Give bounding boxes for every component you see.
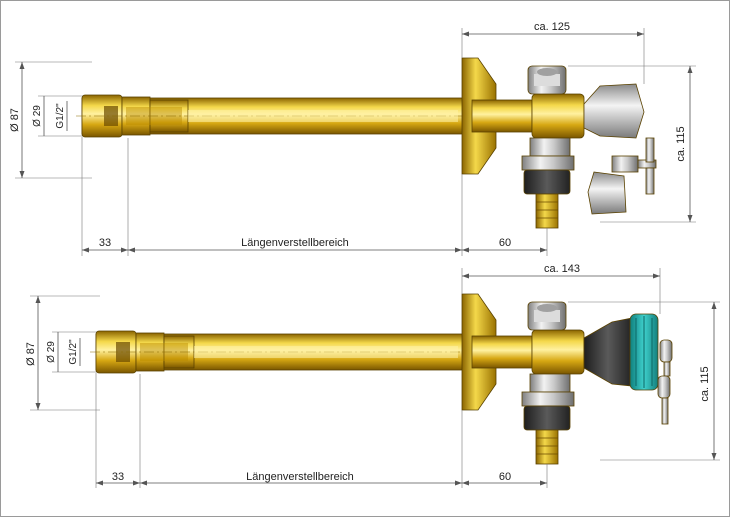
bottom-dim-overall-length: ca. 143 [544, 263, 580, 275]
bottom-dim-outer-diameter: Ø 87 [25, 342, 37, 366]
top-dim-thread: G1/2" [55, 103, 66, 129]
bottom-dim-thread: G1/2" [68, 339, 79, 365]
top-faucet-view: ca. 125 ca. 115 Ø 87 Ø 29 G1/2" 33 Länge… [9, 21, 696, 256]
top-dim-range: Längenverstellbereich [241, 237, 349, 249]
bottom-dim-inner-diameter: Ø 29 [46, 341, 57, 363]
top-dim-right-segment: 60 [499, 237, 511, 249]
bottom-dim-right-segment: 60 [499, 471, 511, 483]
top-dim-inner-diameter: Ø 29 [32, 105, 43, 127]
bottom-faucet-view: ca. 143 ca. 115 Ø 87 Ø 29 G1/2" 33 Länge… [25, 263, 720, 488]
top-dim-overall-length: ca. 125 [534, 21, 570, 33]
bottom-dim-height: ca. 115 [699, 366, 711, 401]
top-dim-outer-diameter: Ø 87 [9, 108, 21, 132]
top-dim-height: ca. 115 [675, 126, 687, 161]
bottom-dim-range: Längenverstellbereich [246, 471, 354, 483]
top-dim-left-segment: 33 [99, 237, 111, 249]
bottom-dim-left-segment: 33 [112, 471, 124, 483]
